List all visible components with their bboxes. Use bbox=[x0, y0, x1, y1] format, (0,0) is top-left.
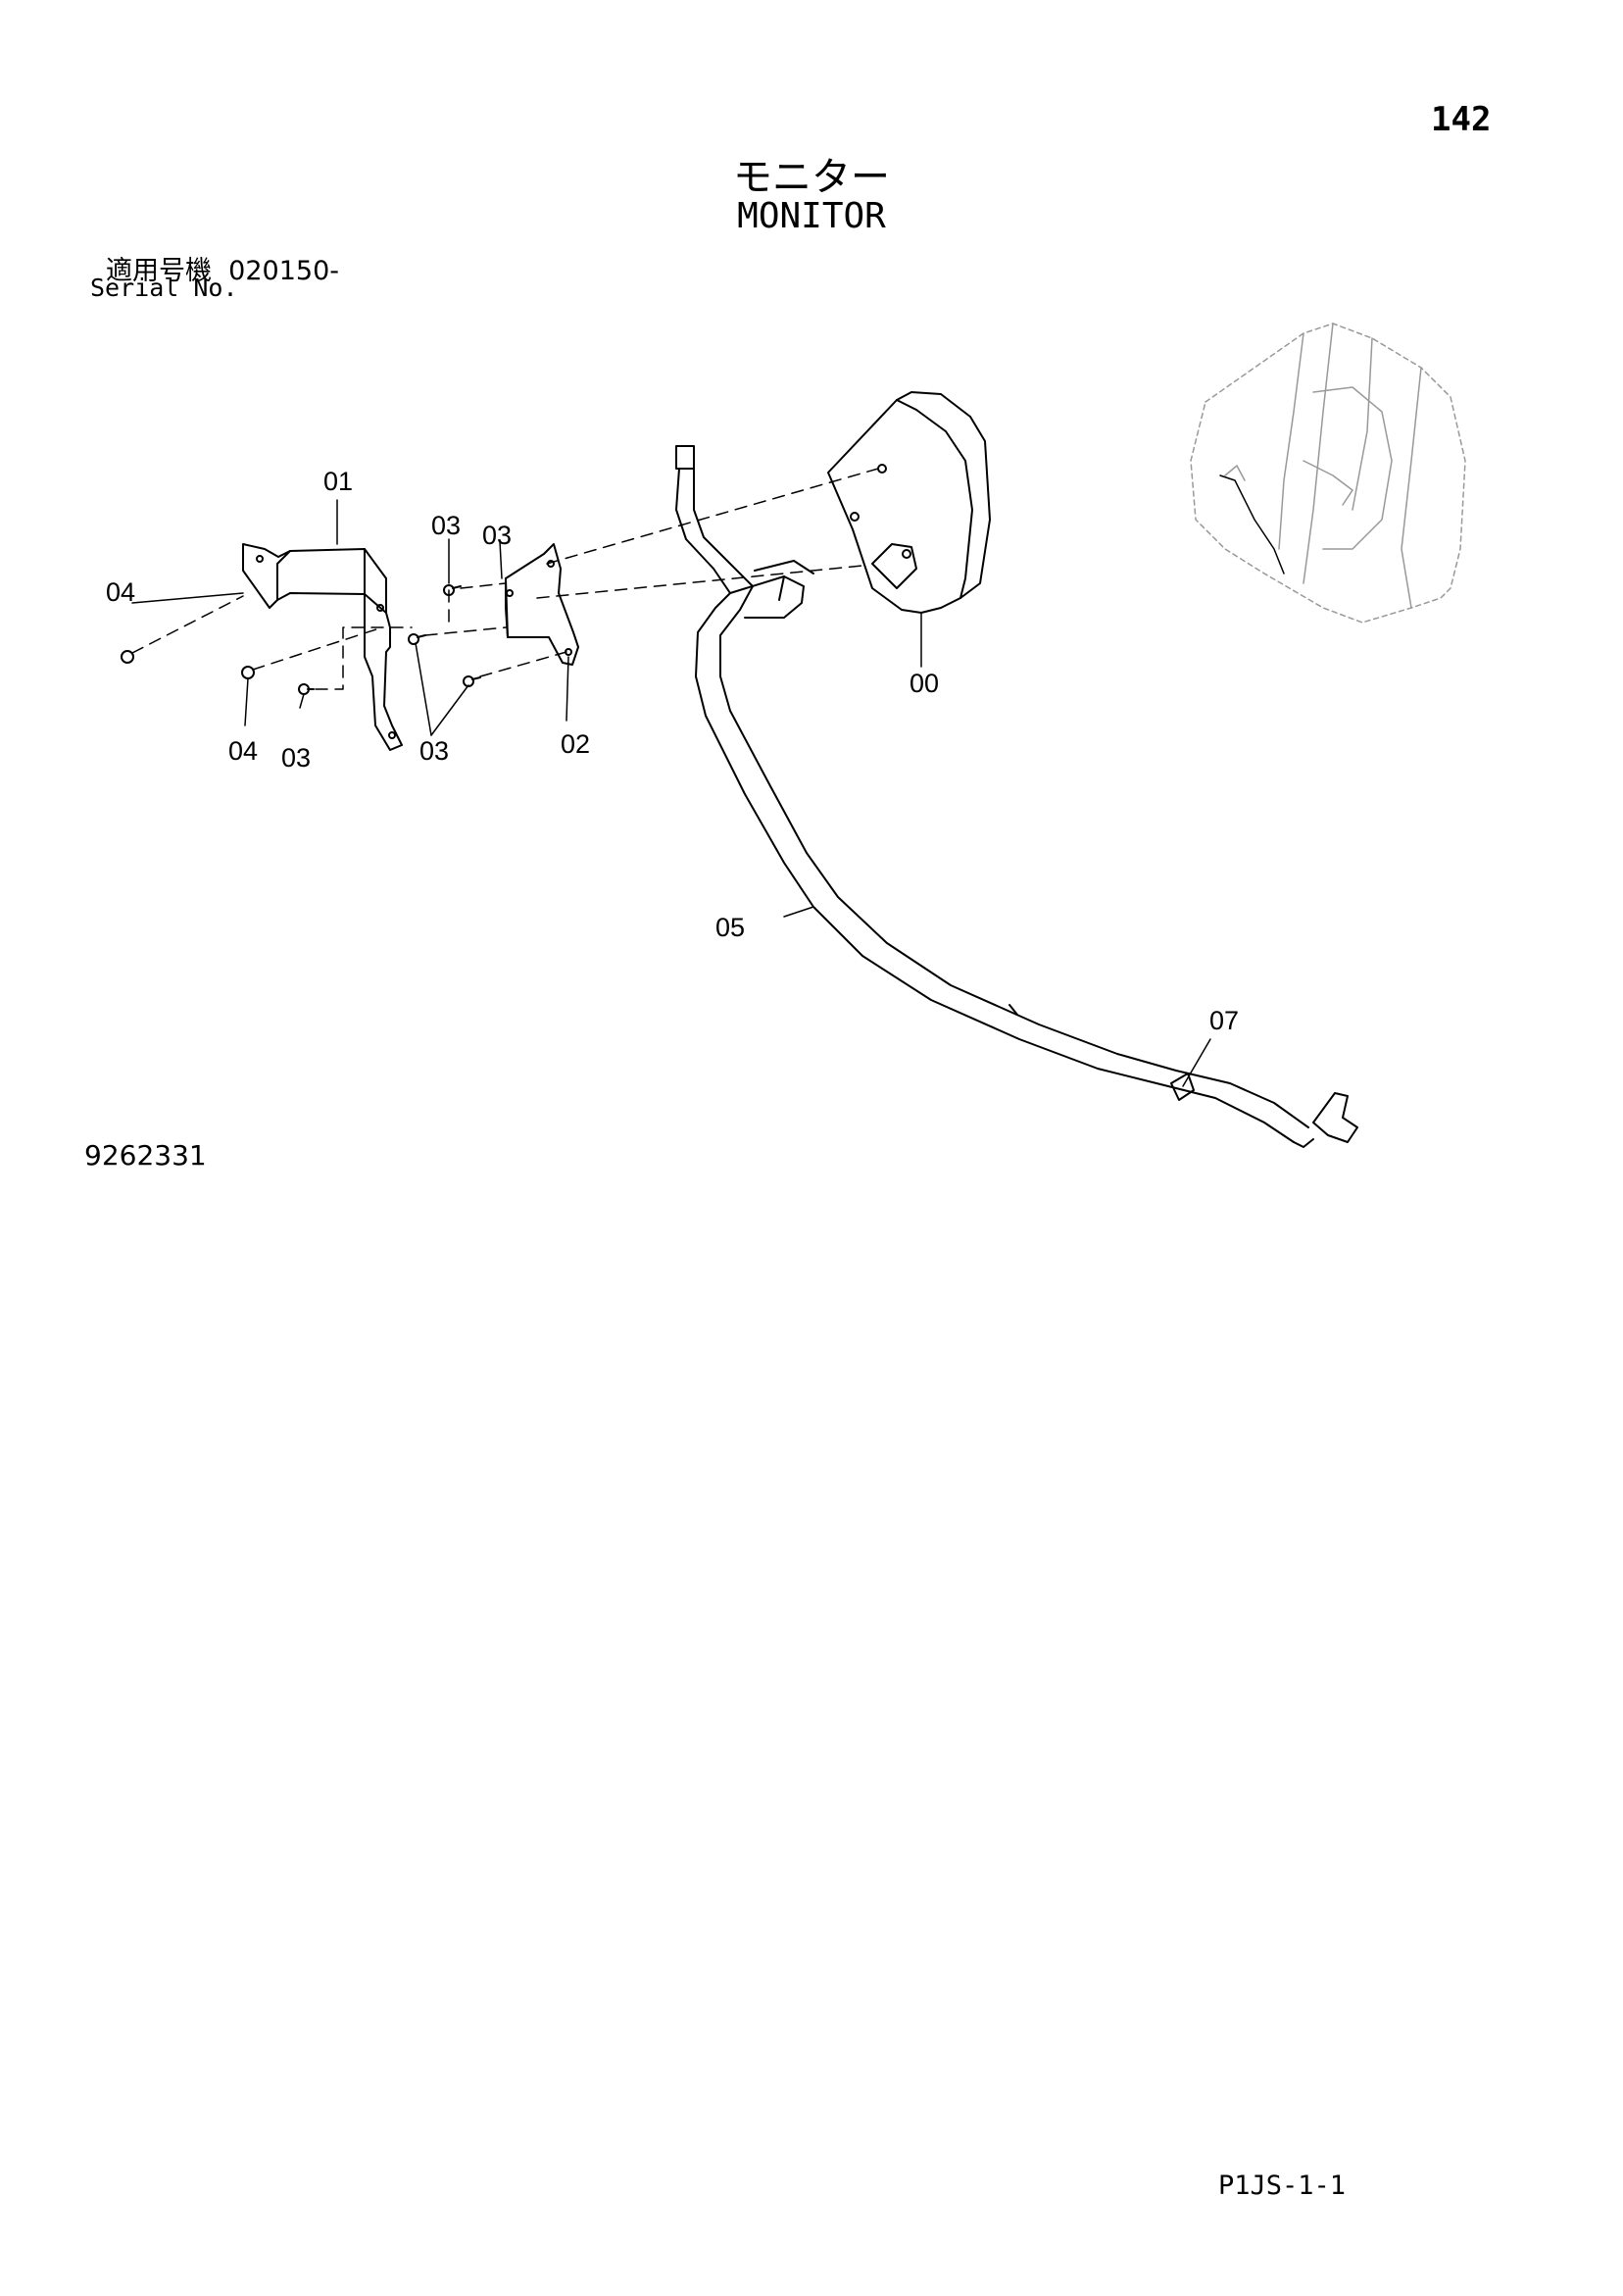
part-label-00: 00 bbox=[910, 669, 939, 698]
part-label-04-b: 04 bbox=[228, 736, 258, 766]
screw-03-b bbox=[408, 633, 426, 645]
footer-code: P1JS-1-1 bbox=[1218, 2171, 1347, 2201]
serial-label-english: Serial No. bbox=[90, 274, 238, 302]
screw-03-c bbox=[463, 675, 481, 687]
part-label-02: 02 bbox=[561, 729, 590, 759]
part-label-03-b: 03 bbox=[482, 521, 512, 550]
cab-inset-illustration bbox=[1190, 323, 1466, 624]
page-number: 142 bbox=[1431, 100, 1492, 139]
part-label-03-a: 03 bbox=[431, 511, 461, 540]
plate-part-02 bbox=[505, 543, 579, 666]
screw-04-b bbox=[241, 666, 255, 679]
part-label-01: 01 bbox=[323, 467, 353, 496]
serial-value: 020150- bbox=[228, 256, 339, 286]
page-title-japanese: モニター bbox=[733, 155, 890, 200]
leader-lines bbox=[131, 499, 1211, 1087]
serial-applicable: 適用号機 020150- bbox=[106, 249, 339, 287]
part-label-03-d: 03 bbox=[419, 736, 449, 766]
clip-part-07 bbox=[1170, 1073, 1358, 1143]
part-label-03-c: 03 bbox=[281, 743, 311, 773]
figure-id: 9262331 bbox=[84, 1139, 207, 1172]
part-label-05: 05 bbox=[715, 913, 745, 942]
bracket-part-01 bbox=[242, 543, 403, 751]
harness-part-05 bbox=[675, 445, 1314, 1148]
screw-03-d bbox=[298, 683, 315, 695]
part-label-07: 07 bbox=[1209, 1006, 1239, 1035]
page-title-english: MONITOR bbox=[737, 196, 886, 236]
serial-label-japanese: 適用号機 bbox=[106, 256, 212, 286]
assembly-dashed-lines bbox=[131, 468, 879, 690]
monitor-part-00 bbox=[827, 391, 991, 614]
screw-04-a bbox=[121, 650, 134, 664]
part-label-04-a: 04 bbox=[106, 577, 135, 607]
screw-03-a bbox=[443, 584, 462, 596]
